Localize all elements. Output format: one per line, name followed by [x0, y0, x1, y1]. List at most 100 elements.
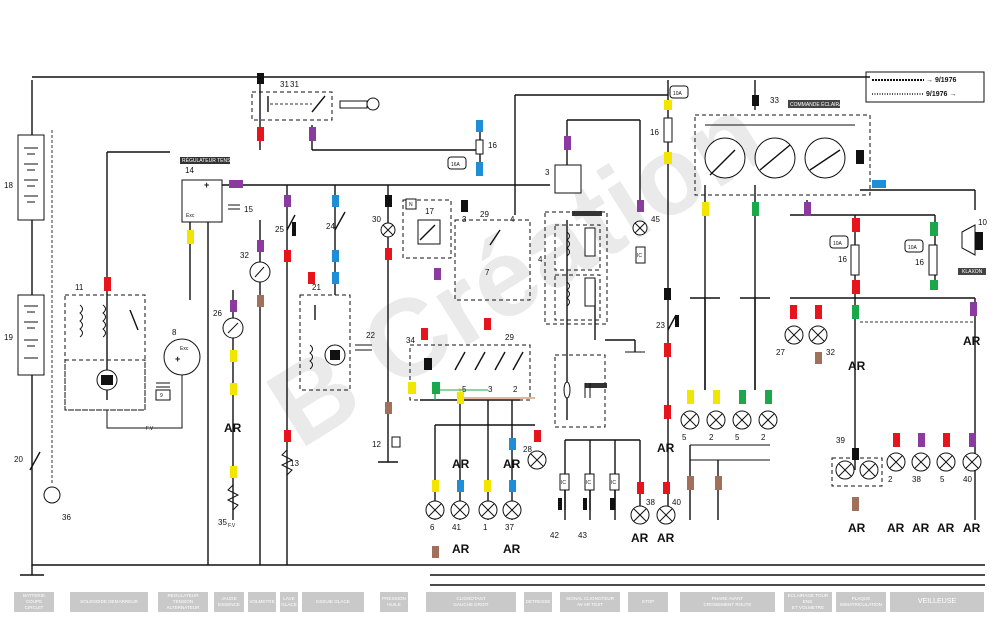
watermark: B Création: [248, 71, 785, 470]
svg-text:AR: AR: [224, 421, 242, 435]
svg-text:42: 42: [550, 531, 559, 540]
lamp-1: [478, 500, 498, 520]
svg-text:AR: AR: [887, 521, 905, 535]
svg-text:2: 2: [761, 433, 766, 442]
side-lamp-38: [911, 452, 931, 472]
battery-18: 18: [4, 134, 45, 221]
horn-10: KLAXON 10: [958, 218, 987, 275]
svg-text:7: 7: [485, 268, 490, 277]
connectors: [104, 73, 977, 558]
side-lamp-5: [936, 452, 956, 472]
svg-text:36: 36: [62, 513, 71, 522]
svg-text:9: 9: [160, 393, 163, 399]
svg-text:16: 16: [915, 258, 924, 267]
charging-system: + Exc 9 11 8 F.V: [64, 283, 201, 432]
svg-text:35: 35: [218, 518, 227, 527]
flasher-capacitor: [554, 354, 607, 428]
svg-text:3: 3: [462, 215, 467, 224]
indicator-switch-34: 34 29 532: [406, 333, 531, 401]
voltage-regulator-14: Exc + 14 RÉGULATEUR TENSION 15: [180, 157, 253, 223]
svg-text:26: 26: [213, 309, 222, 318]
footer-cell-stop: STOP: [628, 592, 668, 612]
svg-text:8: 8: [172, 328, 177, 337]
svg-text:AR: AR: [503, 457, 521, 471]
lamp-41: [450, 500, 470, 520]
plate-lamp-b: [859, 460, 879, 480]
fuse-16a-left: 16A 16: [447, 139, 497, 170]
svg-text:13: 13: [290, 459, 299, 468]
footer-cell-eclairage: ECLAIRAGE TOUR ENS.ET VOLMETRE: [784, 592, 832, 612]
lamp-38-stop: [630, 505, 650, 525]
svg-text:10: 10: [978, 218, 987, 227]
svg-text:IC: IC: [611, 480, 616, 486]
svg-text:AR: AR: [657, 441, 675, 455]
svg-text:1: 1: [483, 523, 488, 532]
svg-text:16: 16: [650, 128, 659, 137]
svg-text:27: 27: [776, 348, 785, 357]
svg-text:25: 25: [275, 225, 284, 234]
oil-switch-12: 12: [372, 436, 401, 463]
svg-text:AR: AR: [452, 542, 470, 556]
svg-text:10A: 10A: [833, 241, 843, 247]
svg-text:15: 15: [244, 205, 253, 214]
gauge-32: 32: [240, 251, 271, 283]
svg-text:38: 38: [646, 498, 655, 507]
switch-24: 24: [326, 211, 346, 231]
svg-text:31: 31: [290, 80, 299, 89]
svg-text:6: 6: [430, 523, 435, 532]
svg-text:2: 2: [888, 475, 893, 484]
lamp-37: [502, 500, 522, 520]
svg-text:16A: 16A: [451, 162, 461, 168]
svg-text:F.V: F.V: [146, 426, 154, 432]
svg-text:10A: 10A: [673, 91, 683, 97]
svg-text:23: 23: [656, 321, 665, 330]
flasher-3: 3: [545, 164, 582, 194]
switch-25: 25: [275, 214, 296, 236]
svg-text:32: 32: [240, 251, 249, 260]
svg-text:IC: IC: [637, 253, 642, 259]
switches-42-43: IC IC IC: [558, 473, 620, 510]
headlamp-5b: [732, 410, 752, 430]
lamp-28: [527, 450, 547, 470]
svg-text:AR: AR: [657, 531, 675, 545]
footer-cell-volmetre: VOLMETRE: [248, 592, 276, 612]
lamp-6: [425, 500, 445, 520]
svg-text:31: 31: [280, 80, 289, 89]
stop-switch-23: 23: [656, 314, 679, 331]
flasher-relay-4: 4: [538, 211, 645, 353]
ignition-switch-31: 31: [251, 80, 380, 121]
svg-text:19: 19: [4, 333, 13, 342]
svg-text:2: 2: [513, 385, 518, 394]
svg-text:18: 18: [4, 181, 13, 190]
legend-box: → 9/1976 9/1976 →: [865, 71, 985, 103]
svg-text:24: 24: [326, 222, 335, 231]
commande-eclairage-label: COMMANDE ÉCLAIRAGE: [790, 101, 850, 108]
svg-text:AR: AR: [848, 359, 866, 373]
fuse-10a-right: 10A 16: [904, 239, 938, 276]
svg-text:17: 17: [425, 207, 434, 216]
svg-text:37: 37: [505, 523, 514, 532]
footer-cell-solenoide: SOLENOIDE DEMARREUR: [70, 592, 148, 612]
svg-text:39: 39: [836, 436, 845, 445]
fuse-10a-mid: 10A 16: [829, 235, 860, 276]
gauge-36: [43, 486, 61, 504]
svg-text:5: 5: [735, 433, 740, 442]
svg-text:29: 29: [505, 333, 514, 342]
lighting-switch-33: COMMANDE ÉCLAIRAGE 33: [694, 96, 871, 196]
svg-text:3: 3: [488, 385, 493, 394]
svg-text:N: N: [409, 202, 413, 208]
svg-text:28: 28: [523, 445, 532, 454]
